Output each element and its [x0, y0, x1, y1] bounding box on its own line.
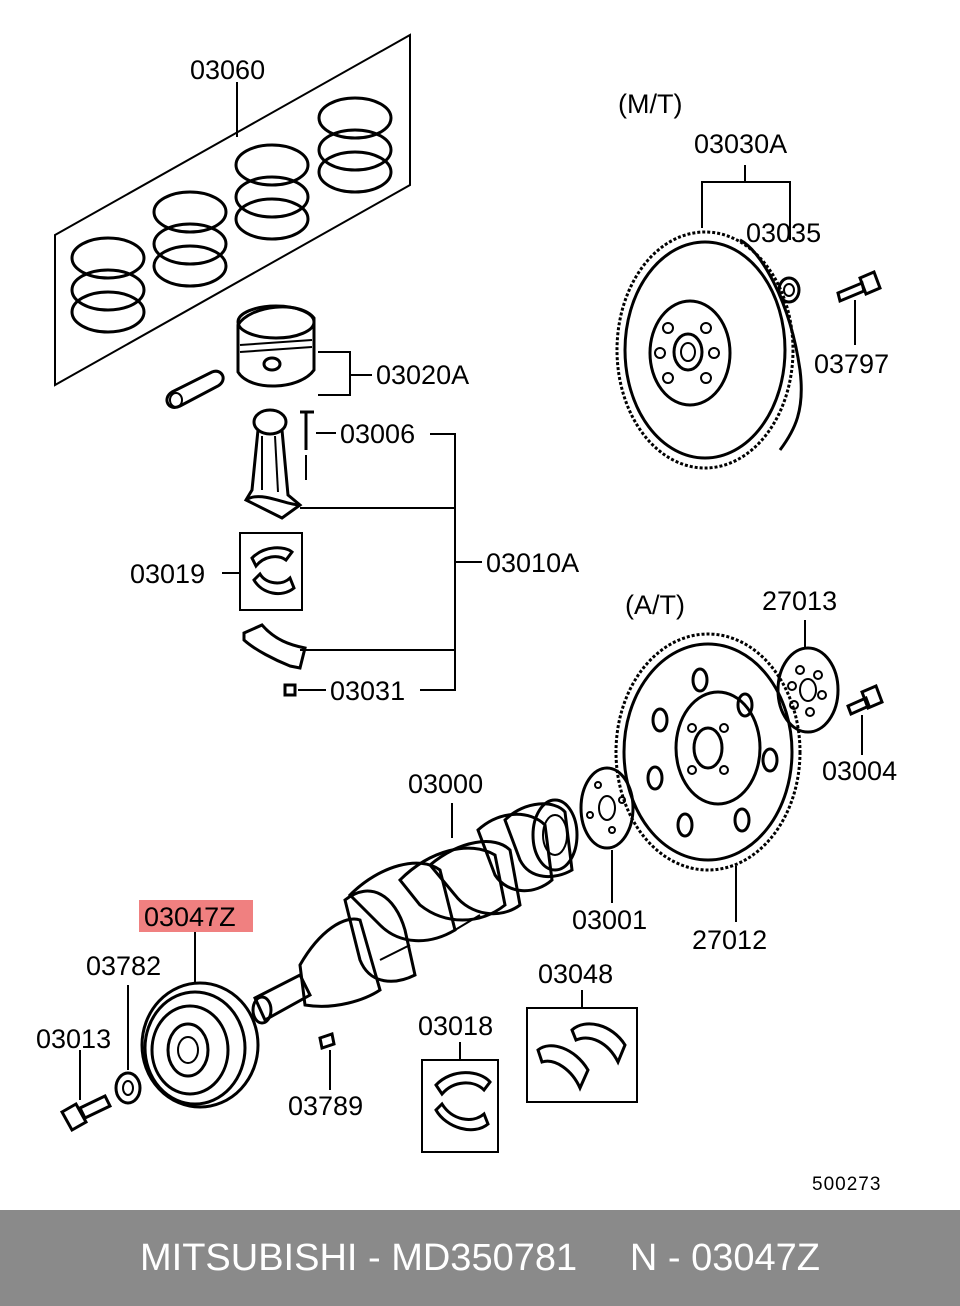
label-03047Z: 03047Z — [144, 902, 236, 932]
crankshaft[interactable] — [251, 798, 579, 1025]
part-number-caption: MITSUBISHI - MD350781 N - 03047Z — [139, 1237, 820, 1279]
label-03035: 03035 — [746, 218, 821, 248]
label-03019: 03019 — [130, 559, 205, 589]
label-27013: 27013 — [762, 586, 837, 616]
adapter-plate[interactable] — [776, 646, 840, 734]
rod-nut[interactable] — [283, 683, 297, 697]
label-03782: 03782 — [86, 951, 161, 981]
label-03001: 03001 — [572, 905, 647, 935]
thrust-washer-box[interactable] — [526, 1007, 638, 1103]
exploded-parts-diagram: 03060 03020A 03006 03010A 03019 — [36, 33, 897, 1195]
piston-and-pin[interactable] — [165, 304, 316, 409]
rod-bearing-box[interactable] — [239, 532, 303, 611]
label-03789: 03789 — [288, 1091, 363, 1121]
label-03018: 03018 — [418, 1011, 493, 1041]
label-03020A: 03020A — [376, 360, 469, 390]
highlight-03047Z — [139, 900, 253, 932]
label-03060: 03060 — [190, 55, 265, 85]
woodruff-key[interactable] — [318, 1032, 336, 1050]
at-drive-plate[interactable] — [614, 632, 802, 872]
rod-cap[interactable] — [242, 623, 307, 670]
label-03013: 03013 — [36, 1024, 111, 1054]
damper-pulley[interactable] — [140, 981, 260, 1109]
label-at: (A/T) — [625, 590, 685, 620]
footer-bar: MITSUBISHI - MD350781 N - 03047Z — [0, 1210, 960, 1306]
diagram-code: 500273 — [812, 1174, 881, 1195]
label-03010A: 03010A — [486, 548, 579, 578]
piston-rings-set[interactable] — [54, 33, 411, 387]
mt-flywheel[interactable] — [615, 230, 803, 470]
drive-plate-bolt[interactable] — [846, 684, 884, 717]
label-27012: 27012 — [692, 925, 767, 955]
label-03006: 03006 — [340, 419, 415, 449]
label-03031: 03031 — [330, 676, 405, 706]
label-mt: (M/T) — [618, 89, 682, 119]
flywheel-bolt[interactable] — [836, 270, 882, 304]
washer[interactable] — [114, 1071, 142, 1105]
connecting-rod[interactable] — [243, 408, 314, 520]
mt-bushing[interactable] — [777, 276, 801, 304]
label-03048: 03048 — [538, 959, 613, 989]
pulley-bolt[interactable] — [59, 1094, 113, 1133]
label-03000: 03000 — [408, 769, 483, 799]
crank-adapter[interactable] — [579, 766, 635, 850]
label-03797: 03797 — [814, 349, 889, 379]
label-03004: 03004 — [822, 756, 897, 786]
label-03030A: 03030A — [694, 129, 787, 159]
main-bearing-box[interactable] — [421, 1059, 499, 1153]
